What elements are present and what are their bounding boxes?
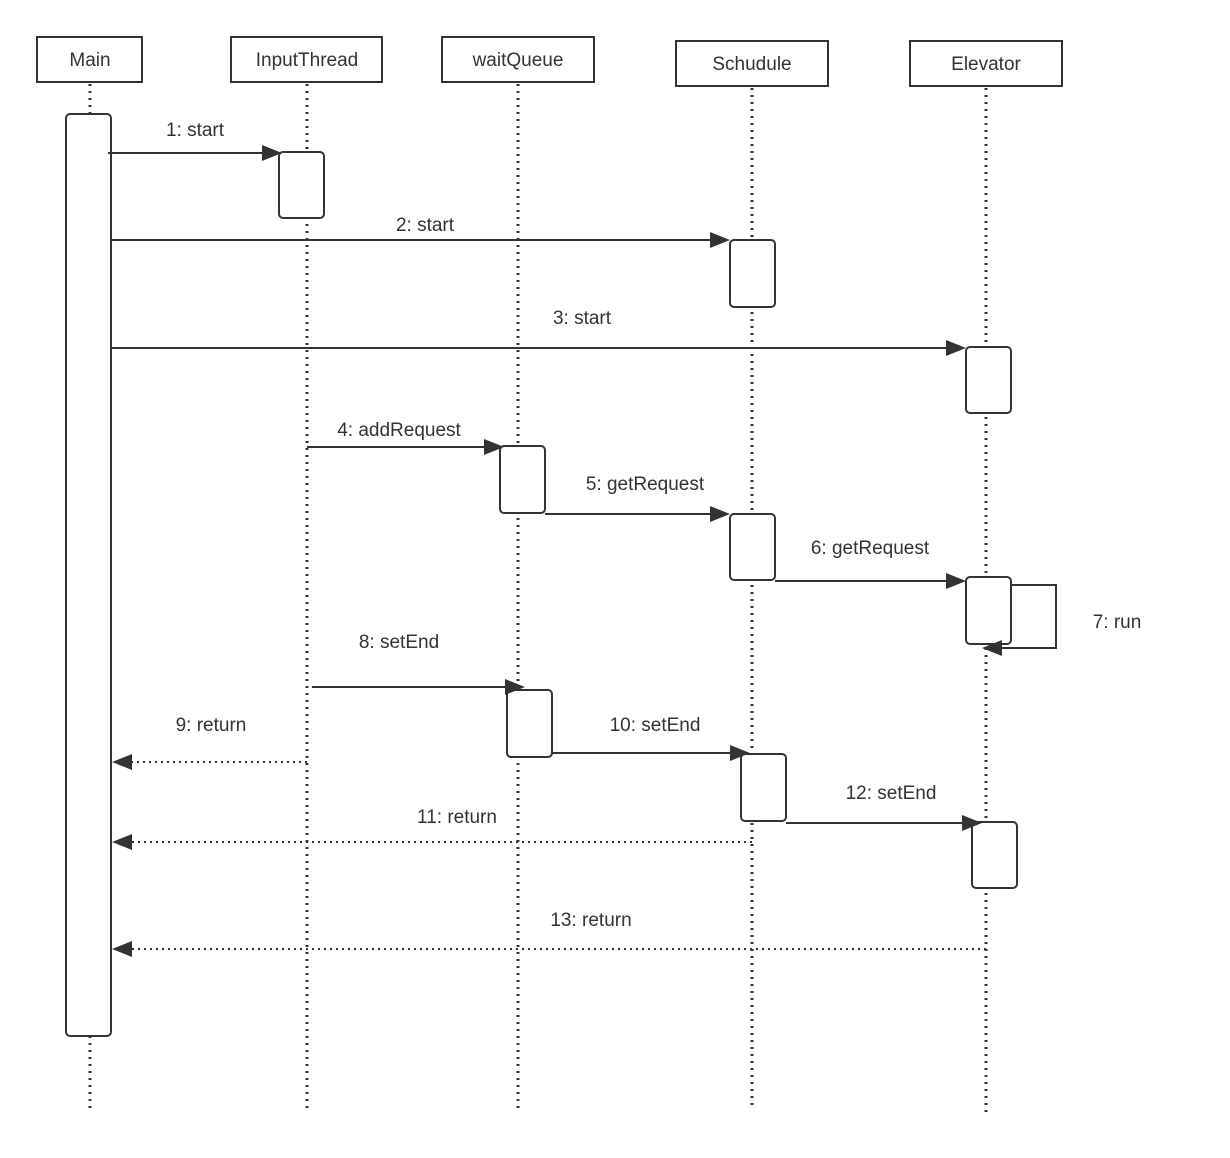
message-label: 4: addRequest	[337, 420, 461, 441]
activation-elevator	[965, 576, 1012, 645]
participant-inputthread-label: InputThread	[256, 50, 358, 71]
activation-elevator	[965, 346, 1012, 414]
participant-elevator: Elevator	[909, 40, 1063, 87]
message-4: 4: addRequest	[307, 420, 504, 455]
message-label: 12: setEnd	[846, 783, 937, 804]
participant-inputthread: InputThread	[230, 36, 383, 83]
message-6: 6: getRequest	[775, 538, 966, 589]
message-label: 5: getRequest	[586, 474, 705, 495]
message-label: 11: return	[417, 807, 497, 828]
activation-inputthread	[278, 151, 325, 219]
activation-schudule	[740, 753, 787, 822]
participant-waitqueue-label: waitQueue	[472, 50, 564, 71]
activation-main	[65, 113, 112, 1037]
message-1: 1: start	[108, 120, 282, 161]
participant-main: Main	[36, 36, 143, 83]
participant-schudule: Schudule	[675, 40, 829, 87]
message-10: 10: setEnd	[552, 715, 750, 761]
message-label: 7: run	[1093, 612, 1142, 633]
message-label: 3: start	[553, 308, 612, 329]
activation-elevator	[971, 821, 1018, 889]
activation-waitqueue	[499, 445, 546, 514]
message-9: 9: return	[112, 715, 307, 770]
message-5: 5: getRequest	[545, 474, 730, 522]
message-label: 10: setEnd	[610, 715, 701, 736]
participant-main-label: Main	[69, 50, 110, 71]
message-label: 13: return	[550, 910, 631, 931]
activation-schudule	[729, 513, 776, 581]
activation-schudule	[729, 239, 776, 308]
message-12: 12: setEnd	[786, 783, 982, 831]
participant-elevator-label: Elevator	[951, 54, 1021, 75]
message-8: 8: setEnd	[312, 632, 525, 695]
participant-schudule-label: Schudule	[712, 54, 791, 75]
message-label: 1: start	[166, 120, 225, 141]
message-label: 2: start	[396, 215, 455, 236]
message-7: 7: run	[982, 584, 1142, 656]
participant-waitqueue: waitQueue	[441, 36, 595, 83]
message-13: 13: return	[112, 910, 986, 957]
message-label: 6: getRequest	[811, 538, 930, 559]
message-2: 2: start	[111, 215, 730, 248]
activation-waitqueue	[506, 689, 553, 758]
message-3: 3: start	[111, 308, 966, 356]
message-label: 9: return	[176, 715, 247, 736]
message-11: 11: return	[112, 807, 752, 850]
message-label: 8: setEnd	[359, 632, 439, 653]
